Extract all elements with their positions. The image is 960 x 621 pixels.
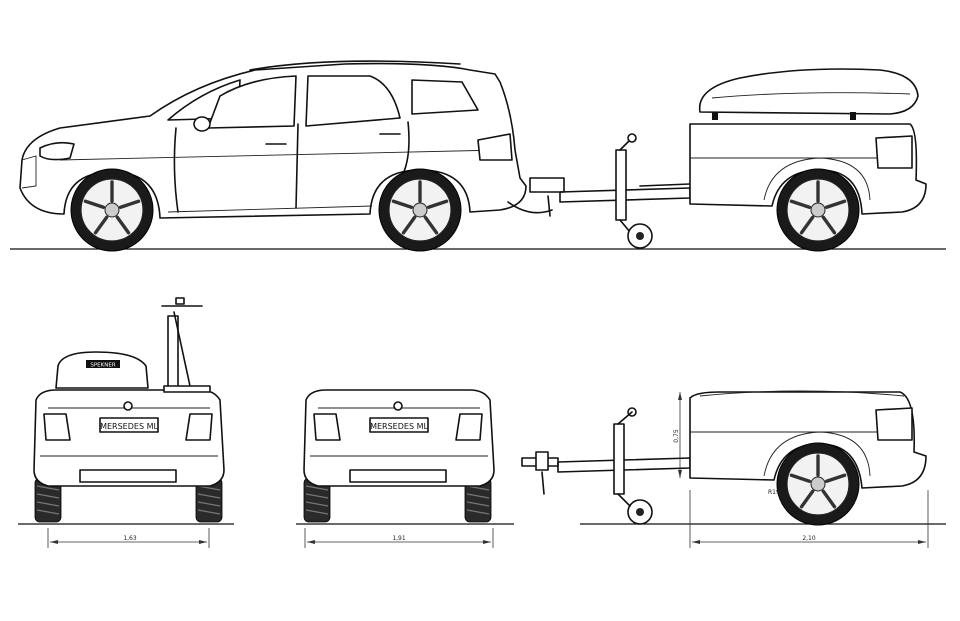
- license-plate-left: [99, 417, 159, 433]
- dimension-label-210: 2,10: [802, 535, 816, 542]
- side-view-assembly: [10, 60, 946, 253]
- trailer-wheel-dimensioned: [775, 441, 861, 527]
- wheel-size-label: R19: [768, 489, 780, 496]
- rear-wheel: [377, 167, 463, 253]
- license-plate-left-text: MERSEDES ML: [100, 422, 158, 431]
- license-plate-middle-text: MERSEDES ML: [370, 422, 428, 431]
- trailer-drawbar-side: [507, 133, 691, 249]
- trailer-wheel: [775, 167, 861, 253]
- dimension-label-075: 0,75: [673, 429, 680, 443]
- dimension-width-left: 1,63: [47, 528, 210, 548]
- roof-box-label: SPEKNER: [90, 363, 115, 369]
- trailer-side-view: [689, 123, 927, 253]
- front-wheel: [69, 167, 155, 253]
- dimension-length: 2,10: [689, 490, 929, 548]
- dimension-label-163: 1,63: [123, 535, 137, 542]
- suv-side-view: [19, 60, 527, 253]
- rear-view-car: MERSEDES ML 1,91: [296, 389, 514, 548]
- dimension-height: 0,75: [673, 392, 682, 478]
- trailer-side-view-dimensioned: R19 0,75 2,10: [521, 390, 946, 548]
- dimension-label-191: 1,91: [392, 535, 406, 542]
- dimension-width-middle: 1,91: [304, 528, 494, 548]
- roof-box-side: [698, 68, 919, 120]
- license-plate-middle: [369, 417, 429, 433]
- rear-view-with-trailer: MERSEDES ML SPEKNER 1,63: [18, 297, 234, 548]
